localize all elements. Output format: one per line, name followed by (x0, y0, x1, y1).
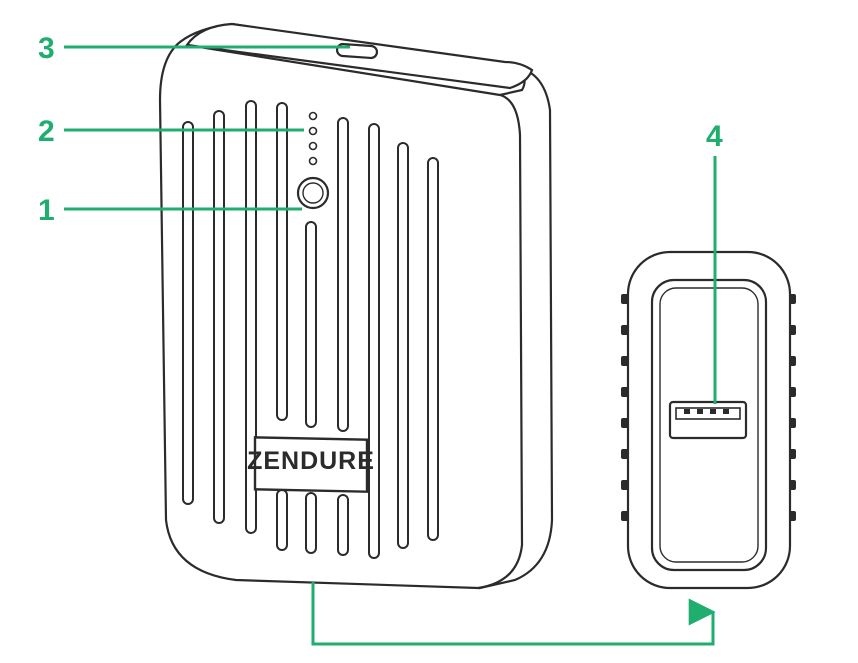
callout-number-4: 4 (706, 120, 723, 153)
callout-number-1: 1 (38, 194, 55, 227)
callout-number-3: 3 (38, 32, 55, 65)
power-button (296, 176, 330, 210)
callout-number-2: 2 (38, 115, 55, 148)
callouts: 3 2 1 4 (38, 32, 723, 646)
groove (368, 123, 380, 559)
groove (397, 142, 409, 549)
groove (337, 117, 349, 432)
led-indicators (308, 111, 318, 166)
led-dot (308, 126, 318, 136)
brand-logo-text: ZENDURE (247, 447, 375, 475)
groove (427, 157, 439, 541)
usb-a-port (668, 400, 748, 440)
brand-logo: ZENDURE (247, 436, 375, 493)
led-dot (308, 111, 318, 121)
groove (276, 102, 288, 421)
groove (305, 492, 317, 554)
groove (182, 121, 194, 505)
groove (213, 110, 225, 524)
groove (337, 494, 349, 556)
led-dot (308, 156, 318, 166)
view-connector-arrow (311, 582, 716, 646)
groove (276, 489, 288, 551)
front-grooves (182, 100, 439, 559)
body-top-edge (186, 43, 501, 97)
led-dot (308, 141, 318, 151)
groove (305, 221, 317, 428)
